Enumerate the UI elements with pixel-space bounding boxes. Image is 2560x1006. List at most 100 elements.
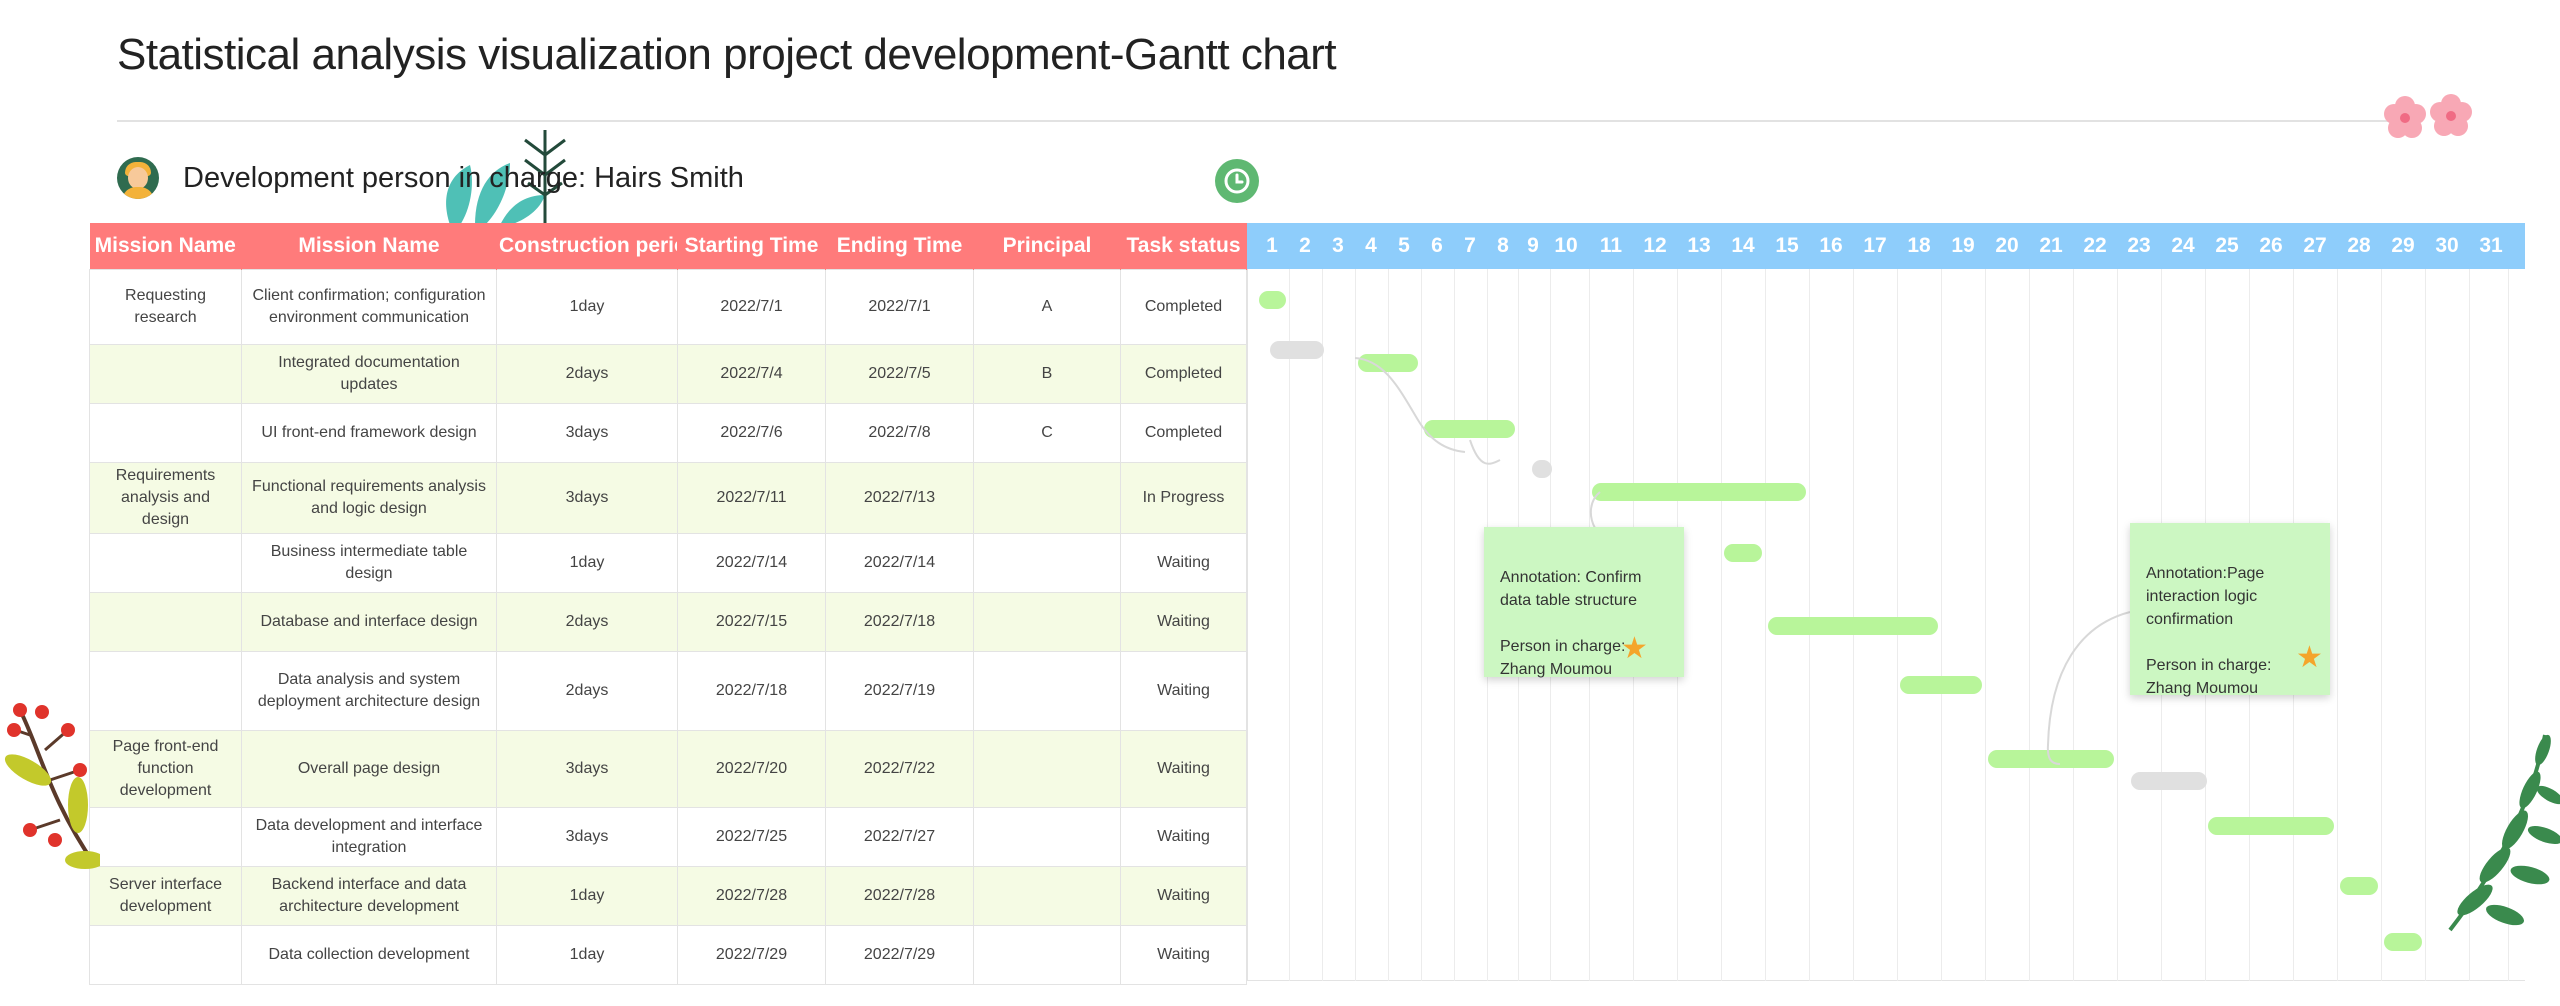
table-cell-end: 2022/7/22 <box>825 730 974 808</box>
gantt-grid-line <box>2029 269 2030 981</box>
gantt-task-bar[interactable] <box>2208 817 2334 835</box>
column-header[interactable]: Principal <box>973 223 1121 270</box>
column-header[interactable]: Mission Name <box>241 223 497 270</box>
annotation-note[interactable]: Annotation: Confirm data table structure… <box>1484 527 1684 678</box>
gantt-task-bar[interactable] <box>1423 420 1515 438</box>
day-number: 31 <box>2479 234 2503 257</box>
day-number: 24 <box>2171 234 2195 257</box>
day-number: 17 <box>1863 234 1887 257</box>
table-cell-end: 2022/7/5 <box>825 344 974 404</box>
table-cell-end: 2022/7/14 <box>825 533 974 593</box>
column-header[interactable]: Mission Name <box>89 223 242 270</box>
table-cell-name: Integrated documentation updates <box>241 344 497 404</box>
day-number: 20 <box>1995 234 2019 257</box>
table-header-row: Mission Name Mission Name Construction p… <box>89 223 1247 270</box>
table-cell-period: 3days <box>496 403 678 463</box>
column-header[interactable]: Starting Time <box>677 223 826 270</box>
day-number: 8 <box>1497 234 1509 257</box>
day-number: 4 <box>1365 234 1377 257</box>
table-row[interactable]: Data development and interface integrati… <box>89 807 1247 867</box>
gantt-task-bar[interactable] <box>1988 750 2114 768</box>
person-avatar-icon <box>117 157 159 199</box>
table-cell-name: Client confirmation; configuration envir… <box>241 269 497 345</box>
table-cell-principal: B <box>973 344 1121 404</box>
table-cell-principal <box>973 866 1121 926</box>
table-cell-period: 3days <box>496 730 678 808</box>
day-number: 1 <box>1266 234 1278 257</box>
day-number: 10 <box>1554 234 1578 257</box>
table-cell-start: 2022/7/15 <box>677 592 826 652</box>
table-cell-end: 2022/7/8 <box>825 403 974 463</box>
gantt-task-bar[interactable] <box>1900 676 1982 694</box>
table-cell-principal: C <box>973 403 1121 463</box>
day-number: 12 <box>1643 234 1667 257</box>
day-number: 5 <box>1398 234 1410 257</box>
gantt-placeholder-bar <box>1532 460 1552 478</box>
table-cell-status: Waiting <box>1120 533 1247 593</box>
table-cell-status: In Progress <box>1120 462 1247 534</box>
day-number: 3 <box>1332 234 1344 257</box>
table-cell-group <box>89 651 242 731</box>
day-number: 13 <box>1687 234 1711 257</box>
table-cell-end: 2022/7/1 <box>825 269 974 345</box>
table-cell-principal <box>973 651 1121 731</box>
person-in-charge-label: Development person in charge: Hairs Smit… <box>183 161 744 194</box>
table-cell-name: Functional requirements analysis and log… <box>241 462 497 534</box>
gantt-task-bar[interactable] <box>1258 291 1286 309</box>
gantt-grid-line <box>2337 269 2338 981</box>
table-cell-end: 2022/7/27 <box>825 807 974 867</box>
table-cell-status: Waiting <box>1120 592 1247 652</box>
table-cell-group <box>89 344 242 404</box>
gantt-placeholder-bar <box>2131 772 2207 790</box>
gantt-task-bar[interactable] <box>1591 483 1806 501</box>
gantt-grid-line <box>2073 269 2074 981</box>
table-row[interactable]: Data analysis and system deployment arch… <box>89 651 1247 731</box>
column-header[interactable]: Task status <box>1120 223 1247 270</box>
gantt-task-bar[interactable] <box>1724 544 1762 562</box>
day-number: 7 <box>1464 234 1476 257</box>
gantt-grid-line <box>1420 269 1422 981</box>
gantt-task-bar[interactable] <box>2340 877 2378 895</box>
table-cell-name: Data collection development <box>241 925 497 985</box>
table-cell-group <box>89 592 242 652</box>
annotation-text: Annotation:Page interaction logic confir… <box>2146 565 2272 697</box>
column-header[interactable]: Construction period <box>496 223 678 270</box>
day-number: 26 <box>2259 234 2283 257</box>
gantt-task-bar[interactable] <box>1768 617 1938 635</box>
gantt-grid-line <box>2508 269 2509 981</box>
column-header[interactable]: Ending Time <box>825 223 974 270</box>
annotation-text: Annotation: Confirm data table structure… <box>1500 569 1642 678</box>
table-cell-group: Server interface development <box>89 866 242 926</box>
table-cell-period: 2days <box>496 651 678 731</box>
star-icon: ★ <box>1621 632 1648 665</box>
clock-icon[interactable] <box>1215 159 1259 203</box>
table-cell-principal <box>973 807 1121 867</box>
person-in-charge: Development person in charge: Hairs Smit… <box>117 156 744 200</box>
table-cell-name: Data analysis and system deployment arch… <box>241 651 497 731</box>
gantt-grid <box>1247 269 2525 981</box>
table-cell-start: 2022/7/18 <box>677 651 826 731</box>
gantt-grid-line <box>1721 269 1722 981</box>
day-number: 23 <box>2127 234 2151 257</box>
gantt-placeholder-bar <box>1269 341 1324 359</box>
star-icon: ★ <box>2296 641 2323 674</box>
gantt-task-bar[interactable] <box>2384 933 2422 951</box>
gantt-task-bar[interactable] <box>1357 354 1418 372</box>
day-number: 22 <box>2083 234 2107 257</box>
table-cell-end: 2022/7/19 <box>825 651 974 731</box>
day-number: 11 <box>1599 234 1623 257</box>
day-number: 19 <box>1951 234 1975 257</box>
day-number: 30 <box>2435 234 2459 257</box>
gantt-grid-line <box>1941 269 1942 981</box>
annotation-note[interactable]: Annotation:Page interaction logic confir… <box>2130 523 2330 697</box>
